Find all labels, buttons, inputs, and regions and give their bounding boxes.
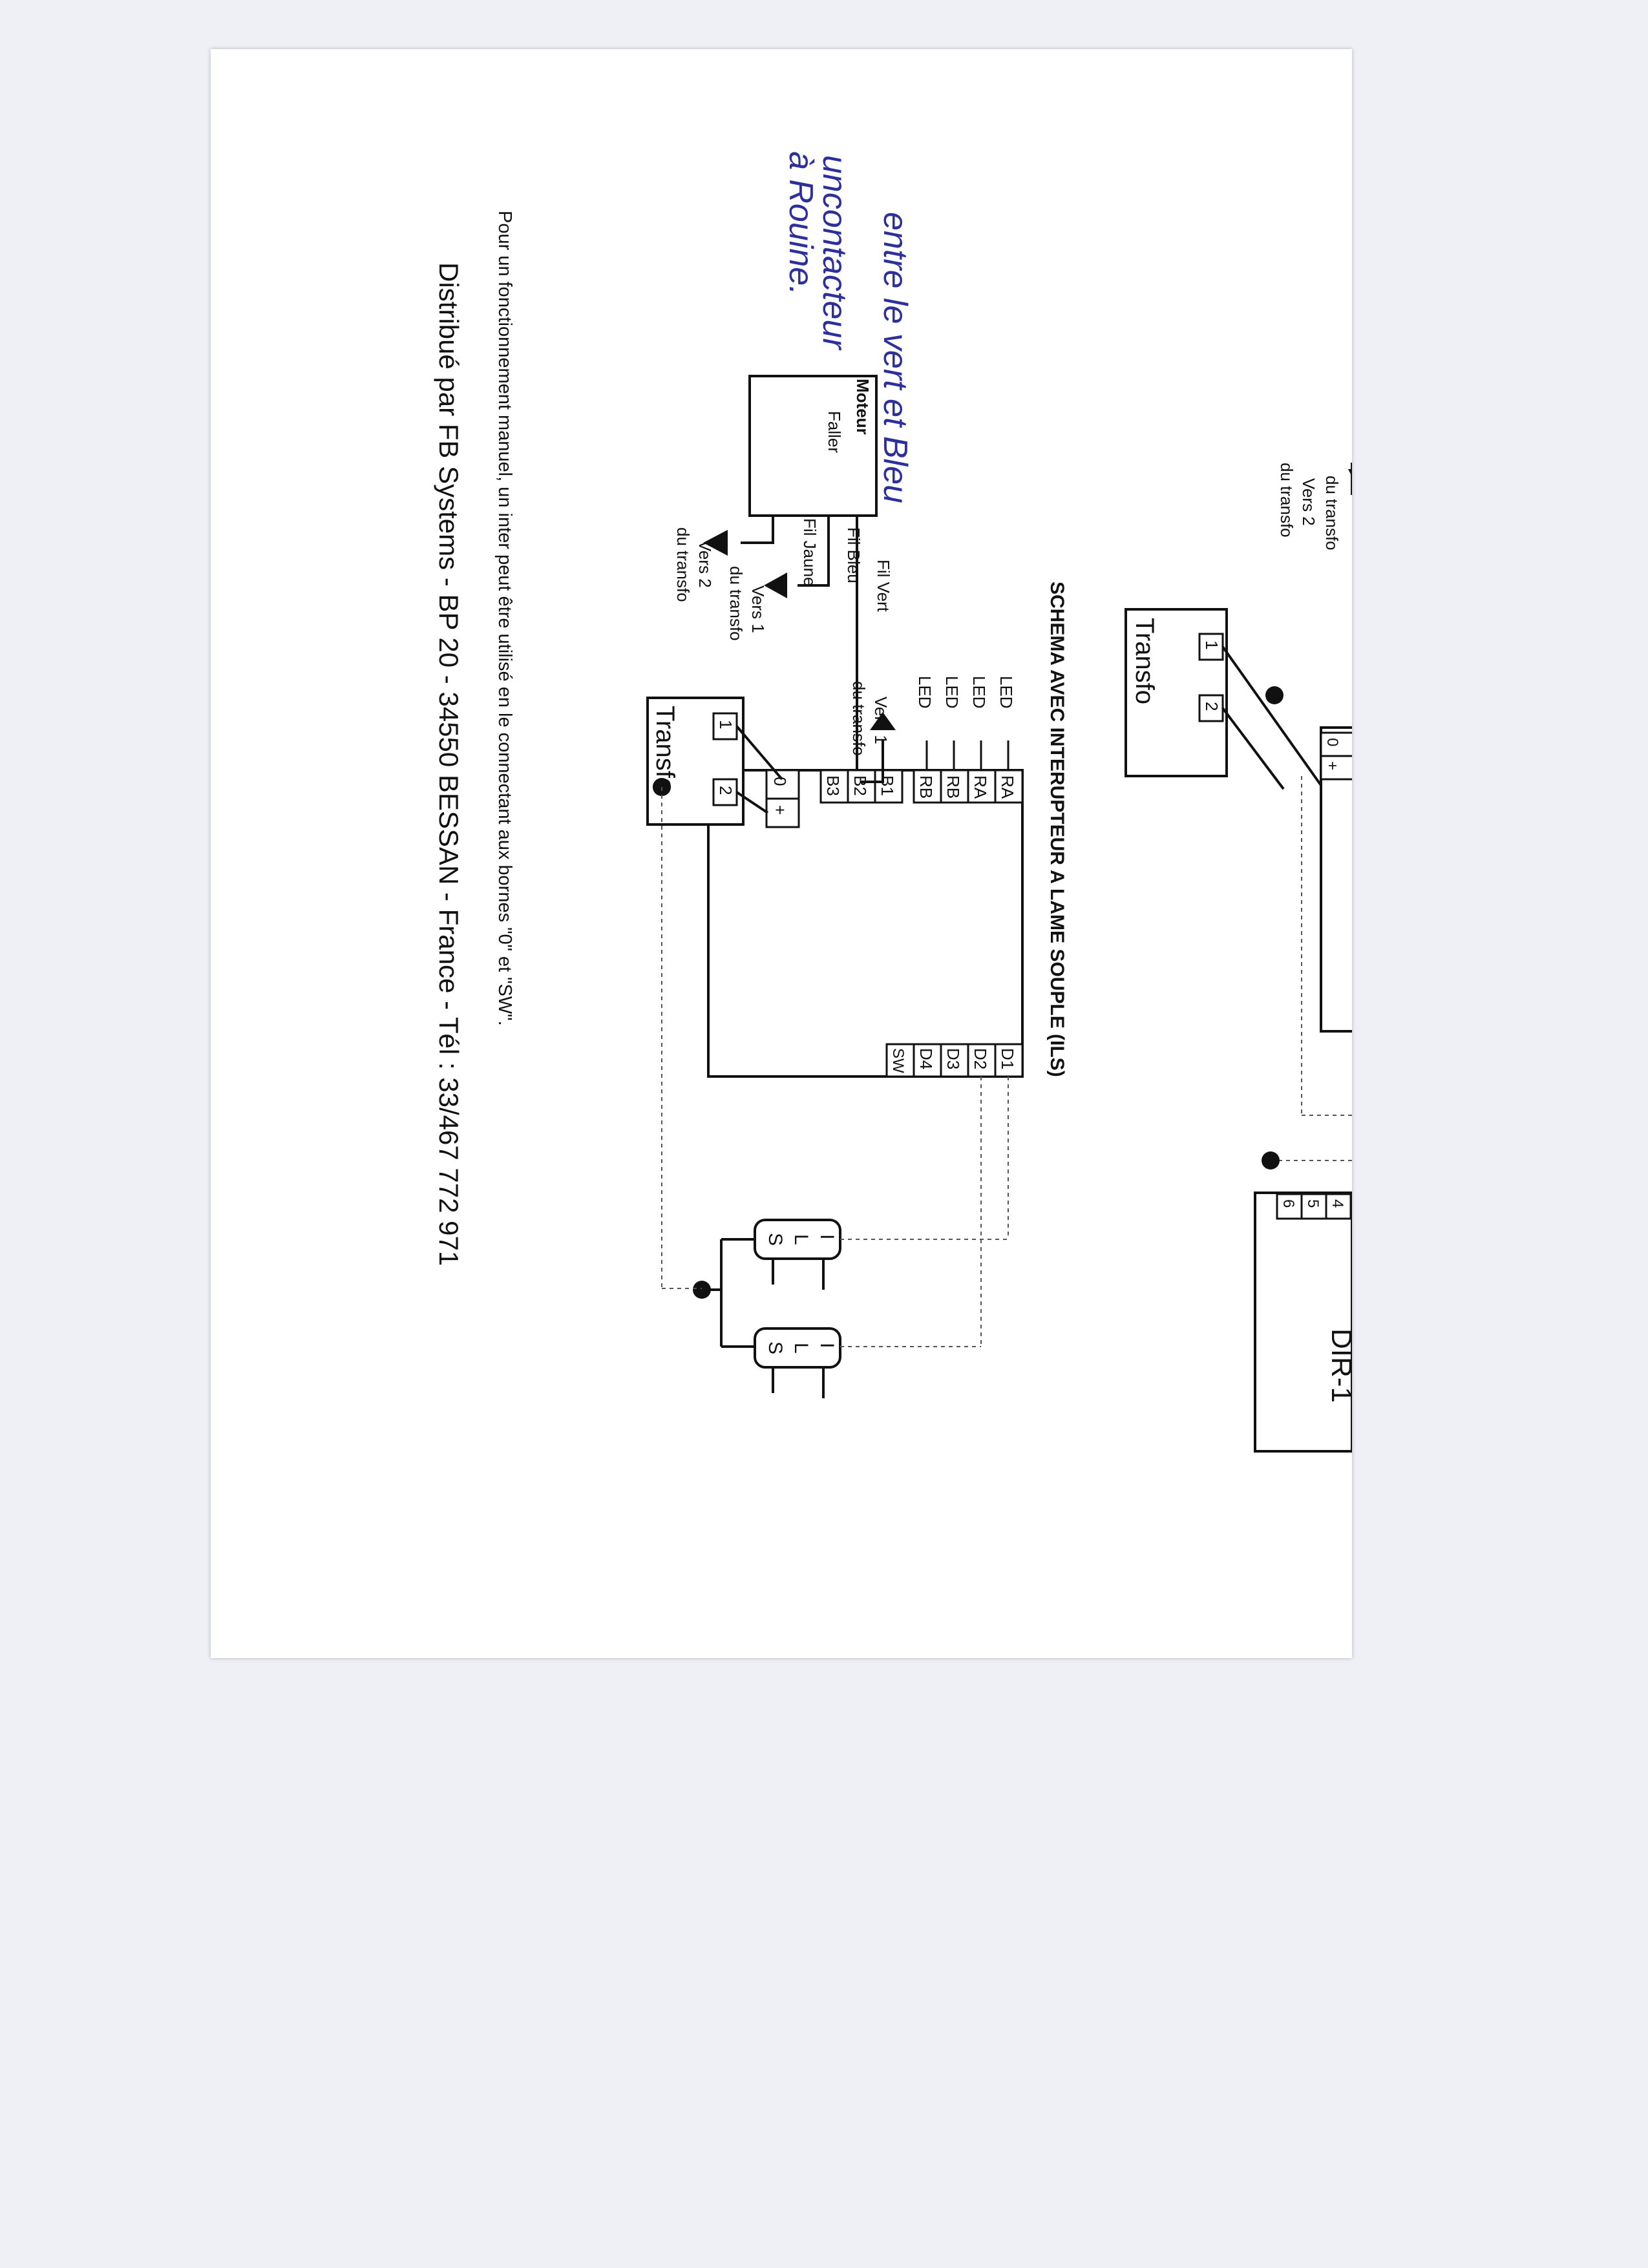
transfo-main-label: Transfo: [651, 706, 679, 792]
handwritten-line3: à Rouine.: [782, 151, 819, 295]
fil-jaune-label: Fil Jaune: [800, 518, 819, 587]
vers1-b-line2: du transfo: [849, 681, 869, 756]
handwritten-line2: uncontacteur: [816, 155, 853, 351]
term-plus: +: [770, 805, 790, 815]
led-label-2: LED: [969, 676, 989, 709]
dir-module-label: DIR-1: [1326, 1328, 1352, 1403]
ils-1-letter-l: L: [790, 1234, 812, 1245]
led-label-3: LED: [942, 676, 962, 709]
ils-2-letter-s: S: [765, 1341, 786, 1354]
top-vers2-line2: du transfo: [1277, 463, 1296, 538]
main-module: RA RA RB RB B1 B2 B3 0 + D1 D2 D3 D4 SW: [707, 769, 1024, 1078]
term-b3: B3: [823, 775, 843, 796]
dir-terminal-4: 4: [1329, 1199, 1346, 1208]
top-module-t0: 0: [1324, 738, 1341, 746]
term-b2: B2: [850, 775, 870, 796]
term-d3: D3: [944, 1048, 963, 1069]
term-ra-2: RA: [971, 775, 990, 799]
handwritten-line1: entre le vert et Bleu: [876, 212, 914, 503]
top-module-tplus: +: [1324, 761, 1341, 770]
term-0: 0: [770, 777, 790, 786]
term-d4: D4: [916, 1048, 936, 1069]
fil-bleu-label: Fil Bleu: [844, 527, 863, 583]
transfo-main-terminal-2: 2: [716, 786, 735, 795]
term-d1: D1: [998, 1048, 1017, 1069]
diagram-title: SCHEMA AVEC INTERUPTEUR A LAME SOUPLE (I…: [1046, 582, 1068, 1077]
vers2-motor-line1: Vers 2: [695, 540, 715, 588]
led-group: LED LED LED LED: [915, 676, 1016, 770]
wiring-diagram: du transfo Vers 2 du transfo Transfo 1 2…: [434, 151, 1352, 1453]
vers1-a-line1: Vers 1: [748, 585, 768, 633]
transfo-top-terminal-2: 2: [1202, 702, 1221, 711]
arrow-vers1-b: [870, 712, 896, 730]
top-partial-diagram: du transfo Vers 2 du transfo Transfo 1 2…: [1125, 463, 1352, 1453]
top-vers2-line1: Vers 2: [1299, 478, 1318, 526]
arrow-vers1-a: [764, 572, 787, 598]
footer-note: Pour un fonctionnement manuel, un inter …: [494, 211, 515, 1026]
term-b1: B1: [878, 775, 897, 796]
dir-terminal-6: 6: [1280, 1199, 1297, 1208]
motor-line2: Faller: [825, 411, 844, 453]
ils-1-letter-s: S: [765, 1233, 786, 1246]
term-d2: D2: [971, 1048, 990, 1069]
ils-1-letter-i: I: [816, 1234, 838, 1239]
ils-2-letter-i: I: [816, 1343, 838, 1348]
transfo-main: Transfo 1 2: [646, 697, 783, 1288]
handwritten-note[interactable]: entre le vert et Bleu uncontacteur à Rou…: [782, 151, 914, 503]
ils-2-letter-l: L: [790, 1343, 812, 1354]
motor-faller: Moteur Faller Fil Vert Fil Bleu Vers 1 d…: [673, 375, 896, 783]
vers1-a-line2: du transfo: [726, 566, 746, 641]
term-ra-1: RA: [998, 775, 1017, 799]
footer-distributor: Distribué par FB Systems - BP 20 - 34550…: [434, 262, 464, 1266]
fil-vert-label: Fil Vert: [874, 560, 893, 613]
transfo-top-terminal-1: 1: [1202, 640, 1221, 649]
top-partial-label: du transfo: [1322, 476, 1342, 551]
scanned-sheet: du transfo Vers 2 du transfo Transfo 1 2…: [211, 49, 1352, 1658]
led-label-4: LED: [915, 676, 935, 709]
vers2-motor-line2: du transfo: [673, 527, 693, 602]
arrow-vers2-motor: [703, 530, 728, 556]
vers1-b-line1: Vers 1: [871, 697, 891, 744]
term-sw: SW: [889, 1048, 907, 1073]
dir-terminal-5: 5: [1304, 1199, 1322, 1208]
transfo-main-terminal-1: 1: [716, 720, 735, 729]
led-label-1: LED: [997, 676, 1016, 709]
term-rb-2: RB: [916, 775, 936, 799]
ils-switches: I L S I L S: [662, 1076, 1009, 1398]
motor-line1: Moteur: [853, 379, 872, 435]
term-rb-1: RB: [944, 775, 963, 799]
transfo-top-label: Transfo: [1130, 618, 1159, 704]
